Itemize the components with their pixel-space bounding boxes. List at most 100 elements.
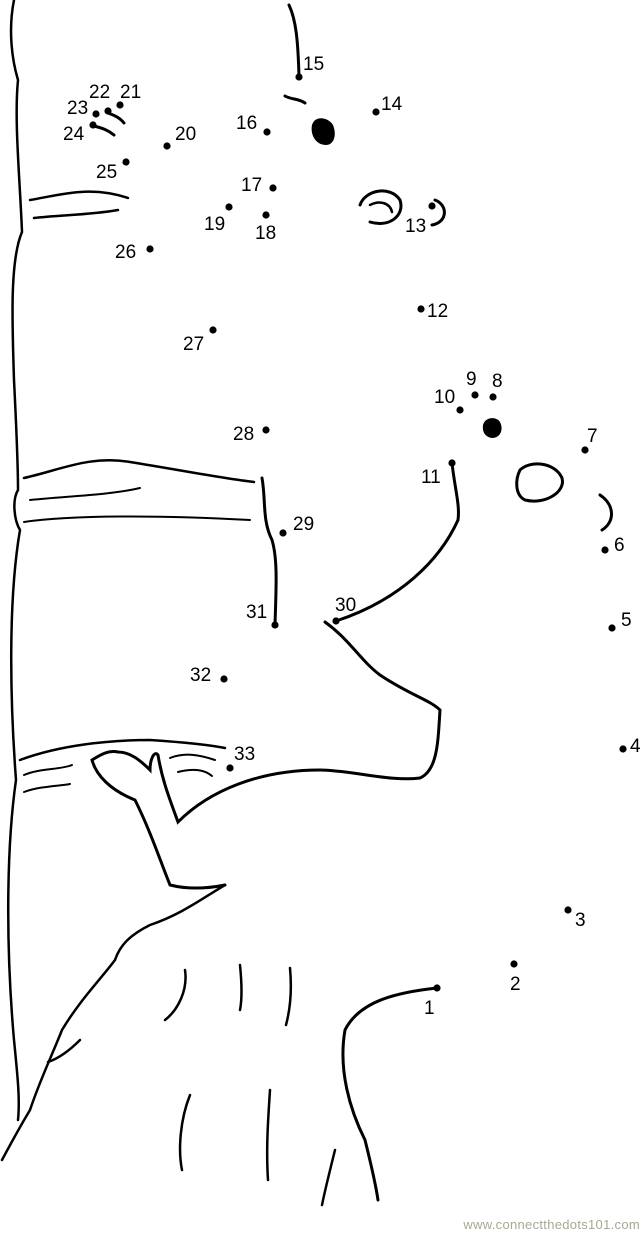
dot-label-28: 28 [233,424,254,445]
fur-stroke [265,1088,272,1182]
dot-11 [448,459,456,467]
bark-mark [22,458,256,484]
bark-mark [23,764,73,776]
dot-26 [146,245,154,253]
fur-stroke [46,1038,82,1064]
paw-curl [598,493,613,532]
dot-label-7: 7 [587,426,598,447]
dot-13 [428,202,436,210]
fur-outline [0,883,227,1162]
tree-trunk-outline [6,0,24,1122]
dot-18 [262,211,270,219]
dot-label-6: 6 [614,535,625,556]
dot-label-9: 9 [466,369,477,390]
dot-27 [209,326,217,334]
dot-label-12: 12 [427,301,448,322]
dot-label-24: 24 [63,124,85,145]
bark-mark [169,753,216,761]
dot-label-29: 29 [293,514,314,535]
dot-1 [433,984,441,992]
ear-curl [430,198,446,227]
dot-8 [489,393,497,401]
eye-icon [311,118,335,145]
watermark: www.connectthedots101.com [463,1217,640,1232]
dot-24 [89,121,97,129]
dot-9 [471,391,479,399]
arm-outline [90,620,442,890]
dot-label-14: 14 [381,94,403,115]
dot-19 [225,203,233,211]
dot-label-13: 13 [405,216,426,237]
dot-label-11: 11 [421,467,441,488]
fur-stroke [163,968,187,1022]
paw-eye [515,462,564,503]
dot-label-25: 25 [96,162,117,183]
brow-line [283,94,307,105]
dot-label-17: 17 [241,175,262,196]
dot-25 [122,158,130,166]
dot-label-15: 15 [303,54,324,75]
whisker [106,111,126,125]
dot-label-4: 4 [630,736,641,757]
dot-6 [601,546,609,554]
dot-5 [608,624,616,632]
chin-line [334,461,460,623]
dot-32 [220,675,228,683]
bark-mark [18,738,227,762]
whisker [92,124,116,137]
dot-label-16: 16 [236,113,257,134]
dot-14 [372,108,380,116]
dot-label-27: 27 [183,334,204,355]
dot-label-20: 20 [175,124,196,145]
dot-2 [510,960,518,968]
dot-30 [332,617,340,625]
dot-label-21: 21 [120,82,141,103]
dot-20 [163,142,171,150]
dot-17 [269,184,277,192]
dot-label-30: 30 [335,595,356,616]
dot-label-33: 33 [234,744,255,765]
dot-16 [263,128,271,136]
dot-12 [417,305,425,313]
bark-mark [29,487,141,501]
dot-label-32: 32 [190,665,211,686]
dot-label-3: 3 [575,910,586,931]
dot-28 [262,426,270,434]
dot-label-26: 26 [115,242,136,263]
dot-label-1: 1 [424,998,435,1019]
dot-label-18: 18 [255,223,276,244]
fur-stroke [284,966,293,1027]
dot-33 [226,764,234,772]
paw-nose-icon [482,418,502,438]
ear-swirl [358,189,403,225]
dot-label-22: 22 [89,82,110,103]
fur-stroke [238,963,243,1012]
dot-23 [92,110,100,118]
dot-label-23: 23 [67,98,88,119]
ear-line [287,3,301,79]
belly-outline [341,986,439,1202]
dot-7 [581,446,589,454]
dot-31 [271,621,279,629]
bark-mark [177,768,213,777]
dot-label-8: 8 [492,371,503,392]
dot-label-19: 19 [204,214,225,235]
bark-mark [23,783,71,793]
dot-label-10: 10 [434,387,455,408]
bark-mark [32,208,120,220]
dot-label-31: 31 [246,602,267,623]
dot-21 [116,101,124,109]
dot-label-5: 5 [621,610,632,631]
dot-3 [564,906,572,914]
dot-10 [456,406,464,414]
ear-swirl [368,201,394,214]
bark-mark [28,190,130,202]
dot-22 [104,107,112,115]
fur-stroke [178,1093,192,1172]
fur-stroke [320,1148,337,1207]
nose-line [260,476,278,627]
bark-mark [23,515,251,523]
dot-4 [619,745,627,753]
